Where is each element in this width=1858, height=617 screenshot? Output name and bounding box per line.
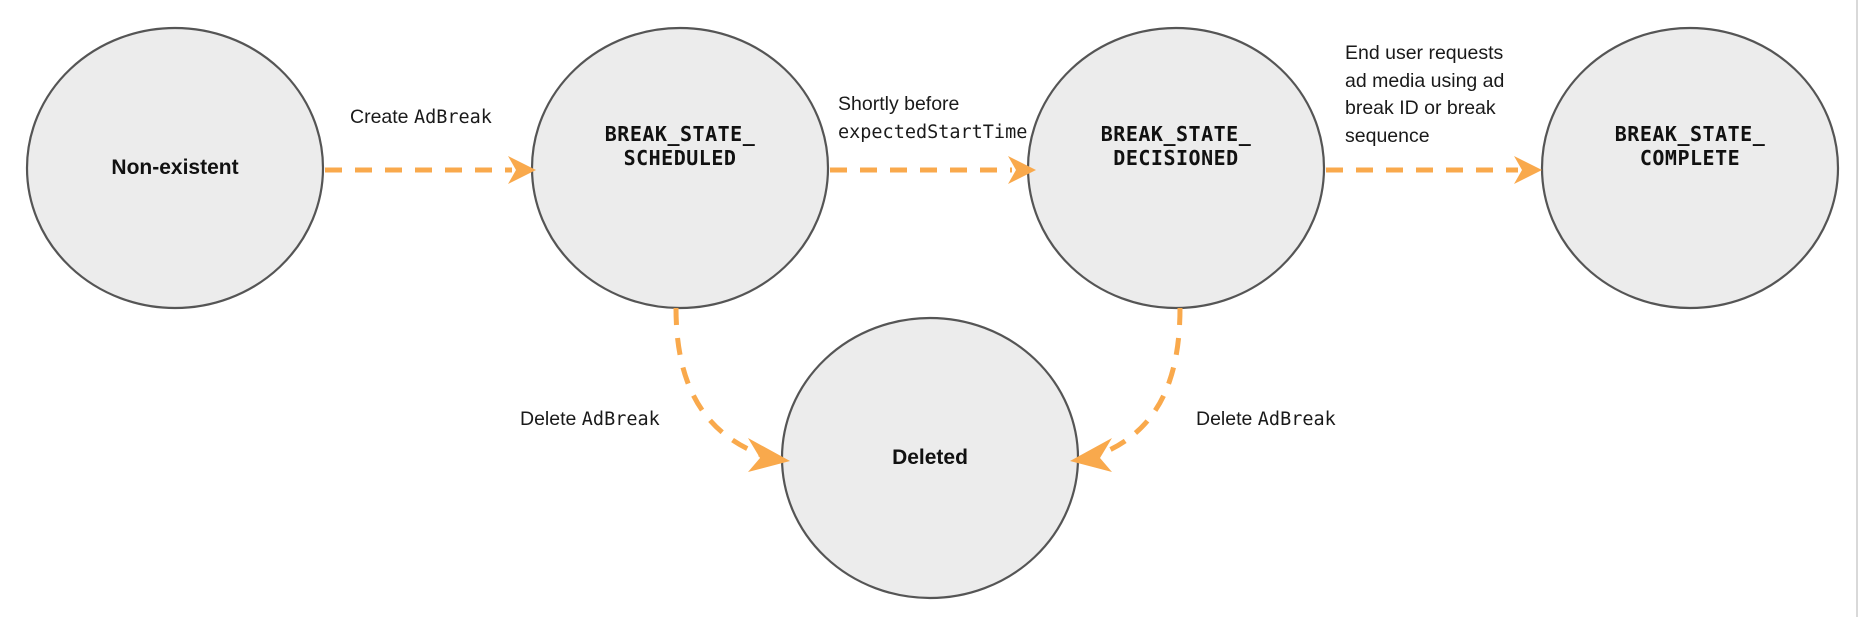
arrow-head-icon [748,438,790,472]
node-non-existent[interactable] [25,26,325,310]
node-deleted[interactable] [780,316,1080,600]
edge-create-adbreak[interactable] [325,156,536,184]
edge-delete-adbreak-from-decisioned[interactable] [1070,307,1183,472]
arrow-head-icon [1070,438,1112,472]
edge-shortly-before-expected-start-time[interactable] [830,156,1036,184]
arrow-head-icon [1514,156,1542,184]
node-break-state-decisioned[interactable] [1026,26,1326,310]
edge-end-user-requests-ad-media[interactable] [1326,156,1542,184]
arrow-head-icon [1008,156,1036,184]
node-break-state-scheduled[interactable] [530,26,830,310]
node-break-state-complete[interactable] [1540,26,1840,310]
edge-delete-adbreak-from-scheduled[interactable] [673,307,790,472]
arrow-head-icon [508,156,536,184]
